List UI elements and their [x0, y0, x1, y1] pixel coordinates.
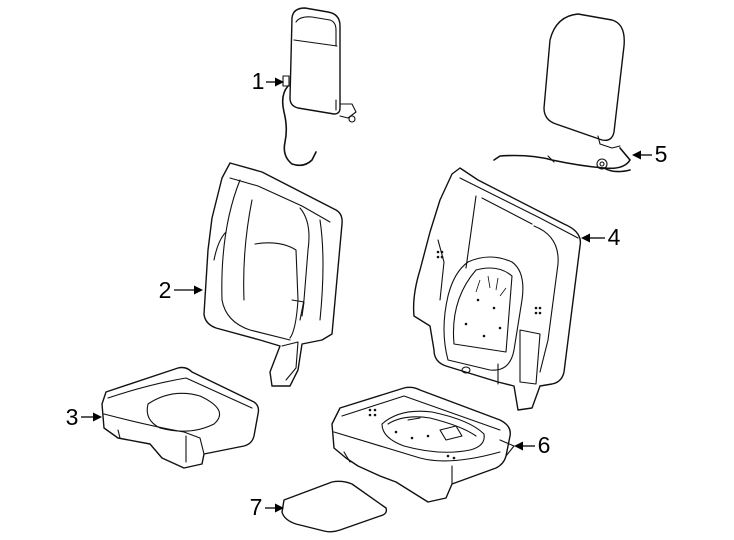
callout-6-arrow-icon [514, 441, 523, 451]
callout-6: 6 [514, 432, 550, 458]
callout-3-arrow-icon [93, 412, 102, 422]
callout-1: 1 [252, 68, 284, 94]
callout-3-label: 3 [66, 404, 79, 430]
callout-2: 2 [159, 277, 203, 303]
callout-4-arrow-icon [581, 233, 590, 243]
part-5-headrest-assembly [493, 13, 631, 173]
part-3-seat-cushion [101, 366, 260, 469]
callout-5-label: 5 [655, 141, 668, 167]
callout-5-arrow-icon [632, 150, 641, 160]
callout-4-label: 4 [608, 224, 621, 250]
part-4-seat-back-frame [412, 167, 582, 411]
part-6-seat-cushion-frame [331, 386, 515, 503]
callout-7-arrow-icon [275, 503, 284, 513]
callout-2-label: 2 [159, 277, 172, 303]
callout-5: 5 [632, 141, 667, 167]
callout-4: 4 [581, 224, 621, 250]
callout-3: 3 [66, 404, 102, 430]
callout-7: 7 [250, 494, 284, 520]
part-7-pad [281, 480, 388, 533]
callout-2-arrow-icon [194, 285, 203, 295]
callout-1-label: 1 [252, 68, 265, 94]
callout-7-label: 7 [250, 494, 263, 520]
callout-6-label: 6 [538, 432, 551, 458]
part-2-seat-back-cushion [203, 162, 343, 387]
callout-1-arrow-icon [275, 77, 284, 87]
part-1-headrest-assembly [281, 7, 357, 167]
